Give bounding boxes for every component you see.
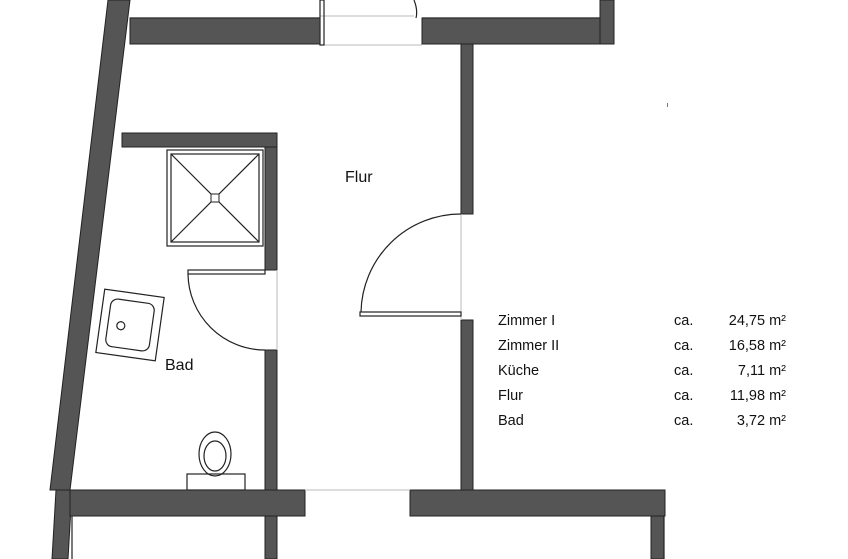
- shower-icon: [166, 149, 264, 247]
- room-label-flur: Flur: [345, 169, 373, 186]
- table-row: Küche ca. 7,11 m²: [498, 362, 786, 387]
- bottom-right-wall: [650, 515, 665, 559]
- flur-right-wall-lower: [460, 319, 474, 516]
- room-name: Flur: [498, 388, 523, 404]
- table-row: Flur ca. 11,98 m²: [498, 387, 786, 412]
- prefix: ca.: [674, 388, 694, 404]
- marker-dot: [667, 103, 668, 107]
- flur-right-wall-upper: [460, 43, 474, 215]
- left-exterior-wall-lower: [51, 489, 73, 559]
- toilet-icon: [186, 431, 246, 491]
- room-area: 24,75 m²: [728, 313, 786, 329]
- flur-door-leaf: [359, 311, 462, 317]
- room-name: Küche: [498, 363, 540, 379]
- prefix: ca.: [674, 313, 694, 329]
- sink-icon: [95, 288, 165, 362]
- room-label-bad: Bad: [165, 357, 194, 374]
- prefix: ca.: [674, 413, 694, 429]
- bad-right-wall-upper: [264, 146, 278, 271]
- upper-door-arc: [413, 0, 418, 19]
- room-name: Zimmer II: [498, 338, 560, 354]
- flur-door-swing-arc: [360, 213, 462, 313]
- table-row: Bad ca. 3,72 m²: [498, 412, 786, 437]
- room-name: Bad: [498, 413, 524, 429]
- top-wall-left: [129, 17, 321, 45]
- table-row: Zimmer I ca. 24,75 m²: [498, 312, 786, 337]
- prefix: ca.: [674, 363, 694, 379]
- upper-door-frame: [319, 0, 325, 46]
- top-right-wall: [599, 0, 615, 45]
- left-exterior-wall: [49, 0, 131, 491]
- room-name: Zimmer I: [498, 313, 556, 329]
- bottom-wall-left: [69, 489, 306, 517]
- table-row: Zimmer II ca. 16,58 m²: [498, 337, 786, 362]
- room-area: 11,98 m²: [729, 388, 786, 404]
- bottom-wall-right: [409, 489, 666, 517]
- room-area: 3,72 m²: [736, 413, 786, 429]
- bad-top-wall: [121, 132, 278, 148]
- bad-door-swing-arc: [187, 273, 266, 351]
- top-wall-right: [421, 17, 609, 45]
- bad-door-leaf: [187, 269, 266, 275]
- room-area: 7,11 m²: [737, 363, 786, 379]
- bad-right-wall-lower: [264, 349, 278, 559]
- area-table: Zimmer I ca. 24,75 m² Zimmer II ca. 16,58 m²…: [498, 312, 786, 437]
- prefix: ca.: [674, 338, 694, 354]
- room-area: 16,58 m²: [728, 338, 786, 354]
